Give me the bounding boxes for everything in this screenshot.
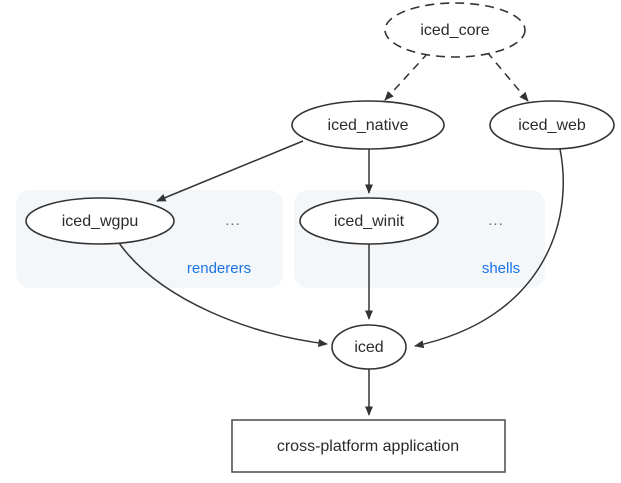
- edge-iced-core-to-iced-web: [486, 51, 529, 102]
- node-iced-shape[interactable]: [331, 324, 407, 370]
- node-iced-native-shape[interactable]: [291, 100, 445, 150]
- node-iced-wgpu[interactable]: iced_wgpu: [25, 197, 175, 245]
- node-iced-web[interactable]: iced_web: [489, 100, 615, 150]
- node-iced-core-label: iced_core: [420, 22, 489, 39]
- node-iced-native-label: iced_native: [328, 117, 409, 134]
- cluster-shells-ellipsis: ...: [488, 212, 504, 229]
- node-iced-core[interactable]: iced_core: [384, 2, 526, 58]
- node-iced-web-shape[interactable]: [489, 100, 615, 150]
- node-iced-winit-shape[interactable]: [299, 197, 439, 245]
- node-cross-platform-application-label: cross-platform application: [277, 438, 459, 455]
- node-iced-winit[interactable]: iced_winit: [299, 197, 439, 245]
- edge-iced-wgpu-to-iced: [118, 242, 328, 347]
- node-iced-winit-label: iced_winit: [334, 213, 405, 230]
- node-iced[interactable]: iced: [331, 324, 407, 370]
- node-cross-platform-application-shape[interactable]: [231, 419, 506, 473]
- edge-iced-core-to-iced-native: [384, 52, 429, 101]
- node-iced-label: iced: [354, 339, 383, 356]
- node-iced-core-shape[interactable]: [384, 2, 526, 58]
- cluster-renderers-ellipsis: ...: [225, 212, 241, 229]
- cluster-shells-label: shells: [482, 260, 520, 277]
- node-iced-web-label: iced_web: [518, 117, 586, 134]
- node-cross-platform-application[interactable]: cross-platform application: [231, 419, 506, 473]
- node-iced-wgpu-shape[interactable]: [25, 197, 175, 245]
- edge-iced-web-to-iced: [414, 148, 564, 349]
- edge-iced-native-to-iced-wgpu: [156, 140, 304, 202]
- node-iced-wgpu-label: iced_wgpu: [62, 213, 139, 230]
- node-iced-native[interactable]: iced_native: [291, 100, 445, 150]
- cluster-renderers-label: renderers: [187, 260, 251, 277]
